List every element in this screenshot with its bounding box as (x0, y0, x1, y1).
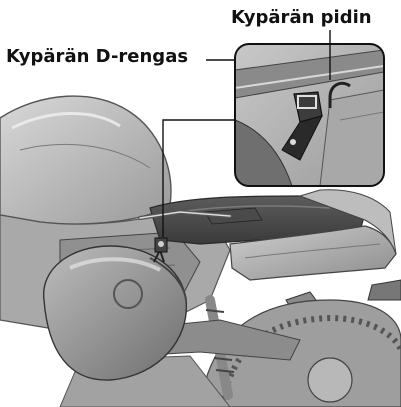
helmet-holder-mount (155, 238, 167, 252)
fuel-tank (0, 96, 171, 224)
helmet-d-ring-label: Kypärän D-rengas (3, 46, 191, 68)
helmet-holder-label: Kypärän pidin (228, 7, 375, 29)
inset-detail (235, 44, 384, 186)
